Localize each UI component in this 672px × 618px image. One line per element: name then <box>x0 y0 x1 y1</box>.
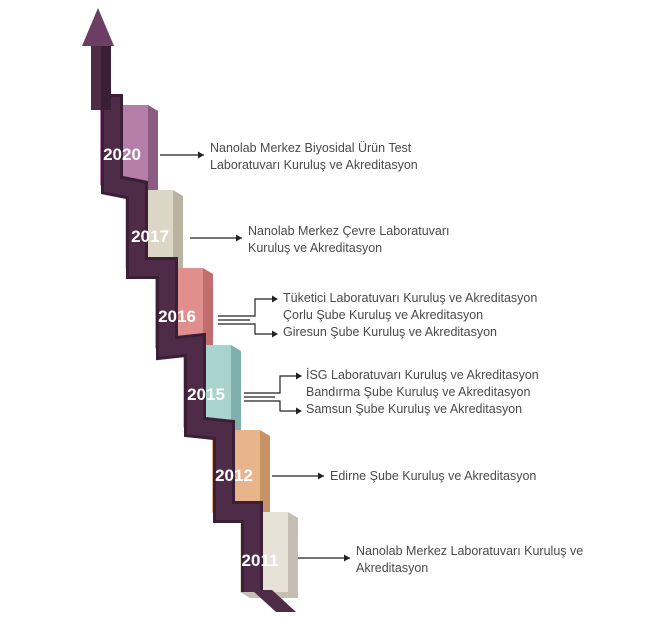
milestone-2011-text: Nanolab Merkez Laboratuvarı Kuruluş ve A… <box>356 543 583 577</box>
connector-arrowhead <box>198 151 204 159</box>
milestone-2020-text: Nanolab Merkez Biyosidal Ürün Test Labor… <box>210 140 418 174</box>
year-label: 2011 <box>242 551 279 570</box>
connector-line <box>218 298 276 317</box>
connector-arrowhead <box>296 407 302 415</box>
arrow-shaft-side <box>101 40 111 110</box>
milestone-line: Bandırma Şube Kuruluş ve Akreditasyon <box>306 385 531 399</box>
milestone-line: Akreditasyon <box>356 561 429 575</box>
milestone-line: Edirne Şube Kuruluş ve Akreditasyon <box>330 469 537 483</box>
connector-arrowhead <box>272 295 278 303</box>
milestone-2012-text: Edirne Şube Kuruluş ve Akreditasyon <box>330 468 536 485</box>
milestone-2017-text: Nanolab Merkez Çevre Laboratuvarı Kurulu… <box>248 223 450 257</box>
year-label: 2016 <box>158 307 196 326</box>
ribbon-path <box>104 97 260 592</box>
milestone-line: Nanolab Merkez Biyosidal Ürün Test <box>210 141 412 155</box>
connector-arrowhead <box>296 372 302 380</box>
connector-line <box>218 323 276 335</box>
milestone-line: Tüketici Laboratuvarı Kuruluş ve Akredit… <box>283 291 538 305</box>
connector-line <box>244 375 300 394</box>
connector-arrowhead <box>236 234 242 242</box>
connector-arrowhead <box>344 554 350 562</box>
milestone-line: Giresun Şube Kuruluş ve Akreditasyon <box>283 325 498 339</box>
connector-line <box>244 400 300 412</box>
connector-arrowhead <box>318 472 324 480</box>
year-label: 2015 <box>187 385 225 404</box>
milestone-line: Samsun Şube Kuruluş ve Akreditasyon <box>306 402 523 416</box>
milestone-line: Kuruluş ve Akreditasyon <box>248 241 383 255</box>
arrow-head <box>82 8 114 46</box>
milestone-2016-text: Tüketici Laboratuvarı Kuruluş ve Akredit… <box>283 290 537 341</box>
year-label: 2017 <box>131 227 169 246</box>
milestone-line: İSG Laboratuvarı Kuruluş ve Akreditasyon <box>306 368 539 382</box>
year-label: 2012 <box>215 466 253 485</box>
milestone-2015-text: İSG Laboratuvarı Kuruluş ve Akreditasyon… <box>306 367 539 418</box>
milestone-line: Çorlu Şube Kuruluş ve Akreditasyon <box>283 308 484 322</box>
connector-arrowhead <box>272 330 278 338</box>
year-label: 2020 <box>103 145 141 164</box>
milestone-line: Laboratuvarı Kuruluş ve Akreditasyon <box>210 158 418 172</box>
ribbon-tail <box>252 590 296 612</box>
milestone-line: Nanolab Merkez Çevre Laboratuvarı <box>248 224 450 238</box>
milestone-line: Nanolab Merkez Laboratuvarı Kuruluş ve <box>356 544 584 558</box>
